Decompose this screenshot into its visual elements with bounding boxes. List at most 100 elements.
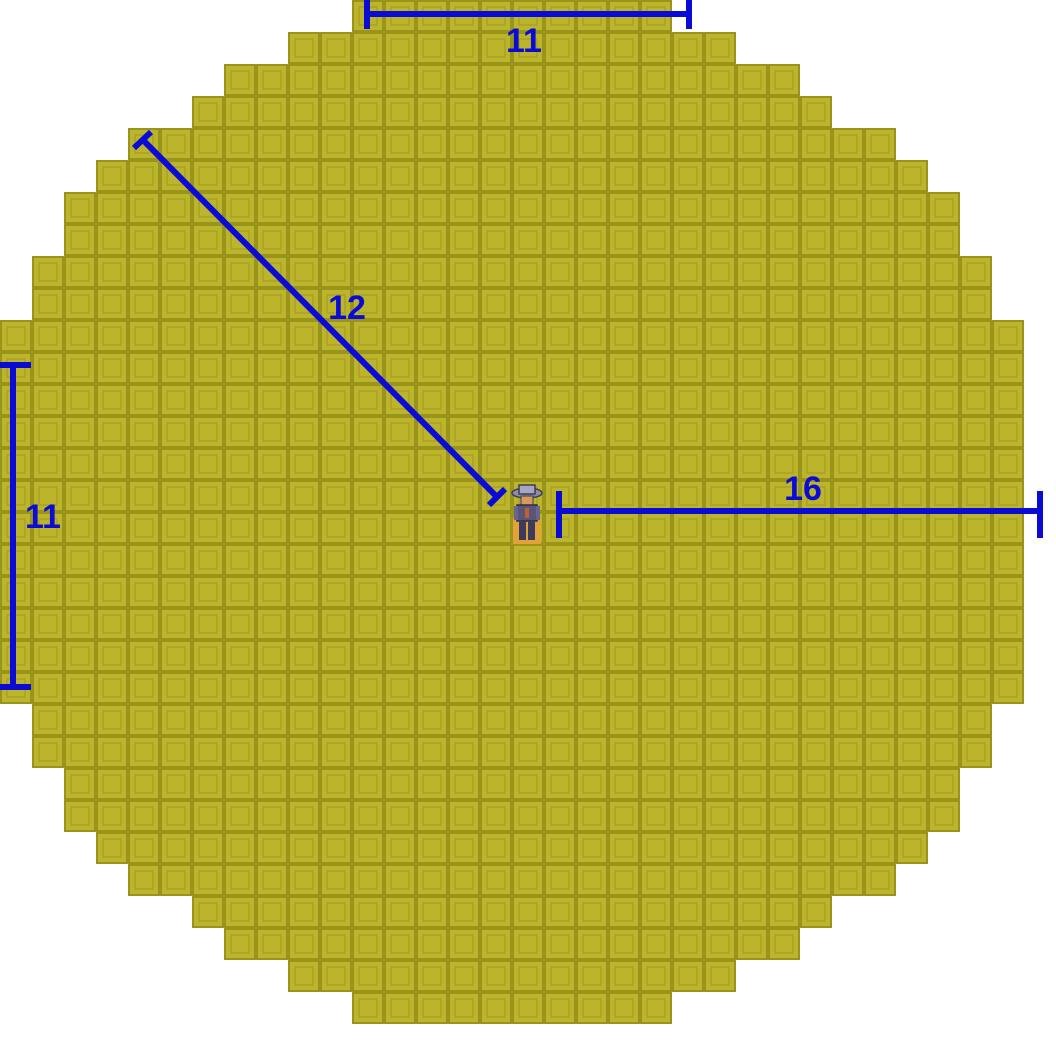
ground-tile <box>640 928 672 960</box>
ground-tile <box>352 544 384 576</box>
tile-inset <box>550 582 570 602</box>
tile-inset <box>230 550 250 570</box>
tile-inset <box>646 742 666 762</box>
tile-inset <box>166 646 186 666</box>
ground-tile <box>288 896 320 928</box>
tile-inset <box>38 486 58 506</box>
ground-tile <box>96 320 128 352</box>
ground-tile <box>640 288 672 320</box>
ground-tile <box>32 256 64 288</box>
ground-tile <box>640 64 672 96</box>
tile-inset <box>934 742 954 762</box>
tile-inset <box>774 934 794 954</box>
tile-inset <box>422 390 442 410</box>
ground-tile <box>64 736 96 768</box>
tile-inset <box>582 70 602 90</box>
ground-tile <box>864 736 896 768</box>
ground-tile <box>288 64 320 96</box>
ground-tile <box>288 384 320 416</box>
ground-tile <box>512 800 544 832</box>
tile-inset <box>70 742 90 762</box>
ground-tile <box>160 768 192 800</box>
ground-tile <box>512 640 544 672</box>
tile-inset <box>742 390 762 410</box>
tile-inset <box>582 870 602 890</box>
ground-tile <box>544 448 576 480</box>
tile-inset <box>678 198 698 218</box>
tile-inset <box>550 966 570 986</box>
tile-inset <box>198 710 218 730</box>
tile-inset <box>454 774 474 794</box>
tile-inset <box>550 838 570 858</box>
tile-inset <box>70 358 90 378</box>
ground-tile <box>384 224 416 256</box>
ground-tile <box>800 672 832 704</box>
ground-tile <box>768 96 800 128</box>
tile-inset <box>230 422 250 442</box>
ground-tile <box>160 800 192 832</box>
tile-inset <box>774 518 794 538</box>
tile-inset <box>806 614 826 634</box>
tile-inset <box>902 582 922 602</box>
ground-tile <box>384 192 416 224</box>
ground-tile <box>96 160 128 192</box>
tile-inset <box>934 486 954 506</box>
tile-inset <box>678 838 698 858</box>
tile-inset <box>454 934 474 954</box>
tile-inset <box>294 614 314 634</box>
ground-tile <box>800 832 832 864</box>
tile-inset <box>454 678 474 698</box>
ground-tile <box>576 160 608 192</box>
tile-inset <box>614 198 634 218</box>
tile-inset <box>806 710 826 730</box>
tile-inset <box>934 710 954 730</box>
ground-tile <box>352 864 384 896</box>
tile-inset <box>454 550 474 570</box>
ground-tile <box>896 288 928 320</box>
tile-inset <box>614 358 634 378</box>
ground-tile <box>672 960 704 992</box>
tile-inset <box>486 774 506 794</box>
tile-inset <box>422 486 442 506</box>
tile-inset <box>390 870 410 890</box>
tile-inset <box>806 262 826 282</box>
tile-inset <box>966 262 986 282</box>
tile-inset <box>678 486 698 506</box>
tile-inset <box>230 262 250 282</box>
tile-inset <box>582 486 602 506</box>
tile-inset <box>134 294 154 314</box>
ground-tile <box>416 192 448 224</box>
ground-tile <box>992 480 1024 512</box>
tile-inset <box>550 166 570 186</box>
tile-inset <box>486 646 506 666</box>
tile-inset <box>678 582 698 602</box>
tile-inset <box>742 678 762 698</box>
tile-inset <box>870 518 890 538</box>
ground-tile <box>480 448 512 480</box>
tile-inset <box>742 518 762 538</box>
tile-inset <box>934 518 954 538</box>
tile-inset <box>806 518 826 538</box>
ground-tile <box>896 352 928 384</box>
tile-inset <box>614 422 634 442</box>
tile-inset <box>774 198 794 218</box>
tile-inset <box>326 966 346 986</box>
tile-inset <box>198 742 218 762</box>
ground-tile <box>64 768 96 800</box>
ground-tile <box>64 576 96 608</box>
tile-inset <box>902 358 922 378</box>
ground-tile <box>256 864 288 896</box>
tile-inset <box>774 774 794 794</box>
ground-tile <box>256 448 288 480</box>
tile-inset <box>902 454 922 474</box>
tile-inset <box>646 454 666 474</box>
ground-tile <box>128 256 160 288</box>
tile-inset <box>870 774 890 794</box>
ground-tile <box>800 224 832 256</box>
ground-tile <box>256 512 288 544</box>
ground-tile <box>160 320 192 352</box>
tile-inset <box>806 550 826 570</box>
ground-tile <box>352 992 384 1024</box>
ground-tile <box>736 576 768 608</box>
